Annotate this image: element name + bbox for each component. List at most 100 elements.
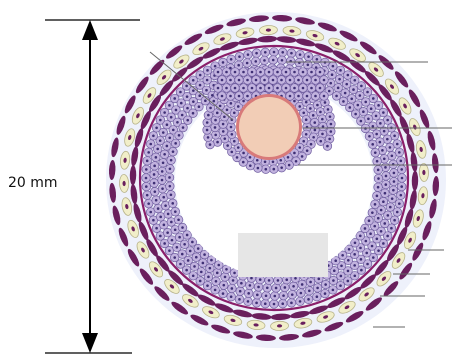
cumulus-cell-nucleus [216, 141, 219, 144]
cumulus-cell-nucleus [264, 168, 267, 171]
granulosa-cell-nucleus [199, 280, 202, 283]
granulosa-cell-nucleus [170, 194, 173, 197]
granulosa-cell-nucleus [384, 166, 387, 169]
cumulus-cell-nucleus [298, 105, 301, 108]
cumulus-stalk-cell-nucleus [297, 79, 300, 82]
granulosa-cell-nucleus [307, 298, 310, 301]
granulosa-cell-nucleus [189, 250, 192, 253]
cumulus-cell-nucleus [256, 159, 259, 162]
cumulus-stalk-cell-nucleus [306, 95, 309, 98]
granulosa-cell-nucleus [345, 83, 348, 86]
granulosa-cell-nucleus [348, 248, 351, 251]
granulosa-cell-nucleus [178, 236, 181, 239]
granulosa-cell-nucleus [384, 183, 387, 186]
granulosa-cell-nucleus [334, 259, 337, 262]
cumulus-cell-nucleus [329, 115, 332, 118]
granulosa-cell-nucleus [284, 286, 287, 289]
cumulus-cell-nucleus [313, 121, 316, 124]
granulosa-cell-nucleus [386, 119, 389, 122]
cumulus-cell-nucleus [293, 100, 296, 103]
granulosa-cell-nucleus [393, 180, 396, 183]
cumulus-cell-nucleus [233, 111, 236, 114]
cumulus-cell-nucleus [287, 156, 290, 159]
granulosa-cell-nucleus [380, 209, 383, 212]
granulosa-cell-nucleus [233, 272, 236, 275]
cumulus-cell-nucleus [330, 130, 333, 133]
granulosa-cell-nucleus [183, 243, 186, 246]
granulosa-cell-nucleus [237, 64, 240, 67]
granulosa-cell-nucleus [166, 145, 169, 148]
cumulus-stalk-cell-nucleus [255, 79, 258, 82]
granulosa-cell-nucleus [186, 119, 189, 122]
cumulus-cell-nucleus [242, 161, 245, 164]
granulosa-cell-nucleus [316, 58, 319, 61]
granulosa-cell-nucleus [365, 240, 368, 243]
granulosa-cell-nucleus [159, 139, 162, 142]
granulosa-cell-nucleus [173, 97, 176, 100]
granulosa-cell-nucleus [195, 256, 198, 259]
granulosa-cell-nucleus [185, 269, 188, 272]
granulosa-cell-nucleus [171, 239, 174, 242]
granulosa-cell-nucleus [206, 284, 209, 287]
granulosa-cell-nucleus [393, 172, 396, 175]
cumulus-stalk-cell-nucleus [251, 71, 254, 74]
cumulus-cell-nucleus [214, 134, 217, 137]
cumulus-stalk-cell-nucleus [242, 87, 245, 90]
cumulus-stalk-cell-nucleus [297, 95, 300, 98]
cumulus-cell-nucleus [305, 133, 308, 136]
granulosa-cell-nucleus [156, 148, 159, 151]
cumulus-stalk-cell-nucleus [276, 87, 279, 90]
granulosa-cell-nucleus [162, 162, 165, 165]
cumulus-cell-nucleus [272, 168, 275, 171]
granulosa-cell-nucleus [206, 79, 209, 82]
granulosa-cell-nucleus [340, 275, 343, 278]
granulosa-cell-nucleus [145, 177, 148, 180]
cumulus-stalk-cell-nucleus [314, 95, 317, 98]
cumulus-cell-nucleus [306, 149, 309, 152]
granulosa-cell-nucleus [307, 63, 310, 66]
cumulus-cell-nucleus [230, 102, 233, 105]
granulosa-cell-nucleus [178, 134, 181, 137]
granulosa-cell-nucleus [371, 211, 374, 214]
granulosa-cell-nucleus [174, 228, 177, 231]
cumulus-stalk-cell-nucleus [234, 71, 237, 74]
granulosa-cell-nucleus [255, 52, 258, 55]
cumulus-stalk-cell-nucleus [251, 87, 254, 90]
granulosa-cell-nucleus [400, 185, 403, 188]
granulosa-cell-nucleus [299, 300, 302, 303]
granulosa-cell-nucleus [170, 159, 173, 162]
granulosa-cell-nucleus [215, 280, 218, 283]
cumulus-stalk-cell-nucleus [217, 87, 220, 90]
granulosa-cell-nucleus [193, 265, 196, 268]
cumulus-cell-nucleus [330, 123, 333, 126]
cumulus-stalk-cell-nucleus [323, 95, 326, 98]
cumulus-cell-nucleus [219, 105, 222, 108]
granulosa-cell-nucleus [377, 186, 380, 189]
granulosa-cell-nucleus [366, 91, 369, 94]
cumulus-cell-nucleus [214, 119, 217, 122]
cumulus-cell-nucleus [226, 108, 229, 111]
granulosa-cell-nucleus [359, 235, 362, 238]
granulosa-cell-nucleus [372, 97, 375, 100]
granulosa-cell-nucleus [389, 146, 392, 149]
granulosa-cell-nucleus [181, 253, 184, 256]
granulosa-cell-nucleus [257, 286, 260, 289]
granulosa-cell-nucleus [339, 284, 342, 287]
cumulus-stalk-cell-nucleus [234, 87, 237, 90]
granulosa-cell-nucleus [370, 107, 373, 110]
granulosa-cell-nucleus [360, 258, 363, 261]
cumulus-cell-nucleus [214, 126, 217, 129]
granulosa-cell-nucleus [273, 51, 276, 54]
granulosa-cell-nucleus [147, 151, 150, 154]
granulosa-cell-nucleus [168, 104, 171, 107]
cumulus-cell-nucleus [257, 167, 260, 170]
granulosa-cell-nucleus [181, 226, 184, 229]
cumulus-cell-nucleus [206, 129, 209, 132]
cumulus-stalk-cell-nucleus [314, 79, 317, 82]
granulosa-cell-nucleus [338, 78, 341, 81]
granulosa-cell-nucleus [360, 85, 363, 88]
granulosa-cell-nucleus [153, 165, 156, 168]
granulosa-cell-nucleus [192, 100, 195, 103]
granulosa-cell-nucleus [198, 94, 201, 97]
